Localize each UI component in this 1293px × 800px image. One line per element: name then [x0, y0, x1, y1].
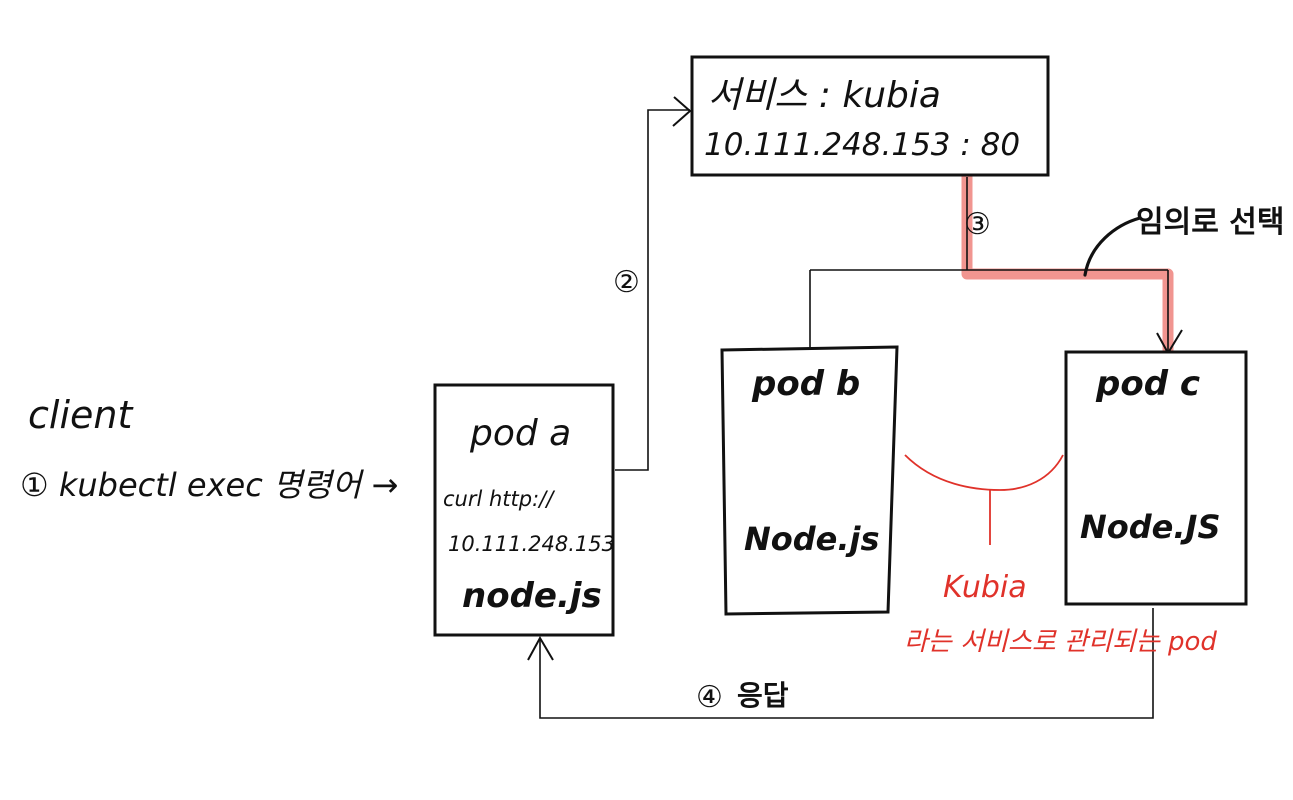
- pod-a-curl-line1: curl http://: [443, 487, 555, 511]
- managed-service-name: Kubia: [943, 570, 1027, 605]
- step-4-marker: ④: [696, 680, 723, 715]
- pod-b-title: pod b: [751, 364, 860, 404]
- response-route: [527, 608, 1154, 719]
- step-4-response: ④ 응답: [696, 679, 789, 715]
- pod-b: pod b Node.js: [720, 345, 899, 616]
- pod-a-title: pod a: [469, 413, 571, 454]
- pod-c-title: pod c: [1095, 364, 1200, 404]
- pod-a-to-service-route: [615, 96, 692, 471]
- kubectl-exec-label: ① kubectl exec 명령어 →: [20, 466, 398, 504]
- service-ip-label: 10.111.248.153 : 80: [704, 127, 1020, 163]
- step-2-marker: ②: [613, 265, 640, 300]
- pod-c: pod c Node.JS: [1064, 350, 1248, 606]
- service-to-pods-route: [809, 177, 1183, 355]
- step-3-marker: ③: [964, 207, 991, 242]
- service-box: 서비스 : kubia 10.111.248.153 : 80: [690, 55, 1050, 177]
- client-label: client: [28, 393, 134, 437]
- response-label: 응답: [737, 679, 789, 712]
- pod-a: pod a curl http:// 10.111.248.153 node.j…: [433, 383, 615, 637]
- client-group: client ① kubectl exec 명령어 →: [20, 393, 398, 504]
- pod-c-runtime: Node.JS: [1080, 508, 1220, 546]
- svg-text:③: ③: [964, 207, 991, 242]
- pod-b-runtime: Node.js: [744, 520, 880, 558]
- pod-a-curl-line2: 10.111.248.153: [448, 532, 615, 556]
- managed-pods-label: 라는 서비스로 관리되는 pod: [904, 627, 1217, 657]
- svg-text:②: ②: [613, 265, 640, 300]
- pod-a-runtime: node.js: [462, 576, 602, 616]
- selected-route-highlight: [961, 171, 1174, 358]
- random-select-label: 임의로 선택: [1136, 205, 1284, 240]
- service-name-label: 서비스 : kubia: [708, 75, 941, 116]
- random-select-annotation: 임의로 선택: [1083, 205, 1284, 277]
- managed-pods-annotation: Kubia 라는 서비스로 관리되는 pod: [904, 454, 1217, 657]
